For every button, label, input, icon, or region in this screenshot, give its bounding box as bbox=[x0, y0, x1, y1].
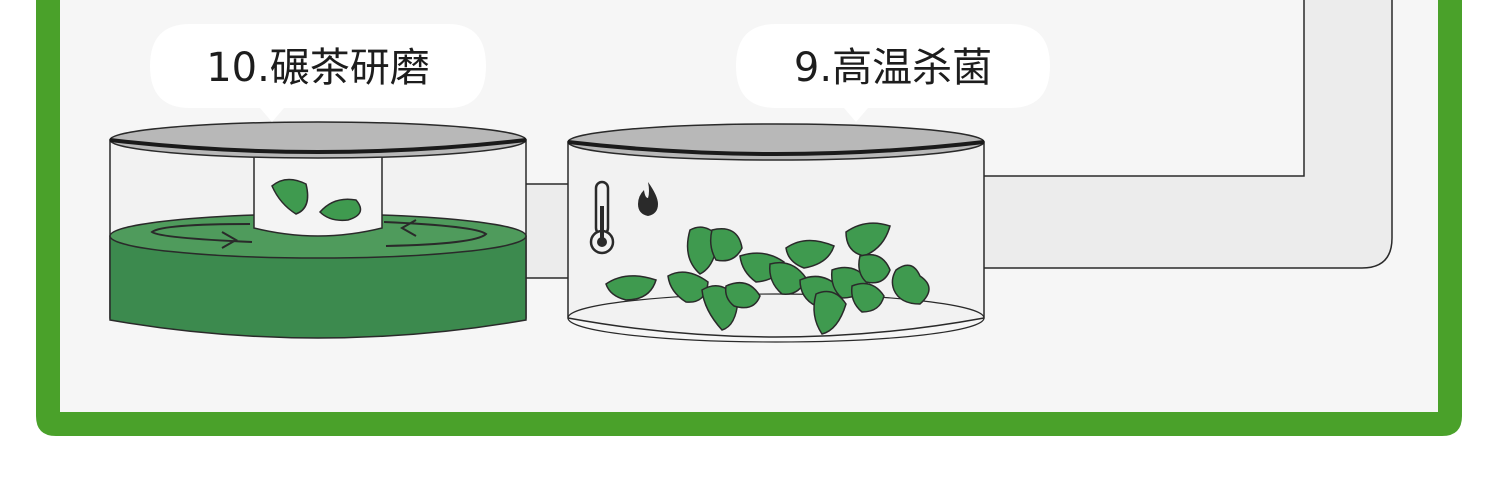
tea-leaf bbox=[605, 275, 657, 301]
tea-leaf bbox=[845, 222, 891, 257]
sterilization-floor bbox=[567, 293, 985, 343]
thermometer-bulb-core bbox=[597, 237, 607, 247]
step-label-grinding: 10.碾茶研磨 bbox=[206, 45, 430, 91]
grinding-lid-rim bbox=[109, 138, 527, 154]
tea-leaf bbox=[850, 282, 885, 313]
flame-icon bbox=[638, 182, 658, 216]
step-label-sterilization: 9.高温杀菌 bbox=[794, 45, 992, 91]
tea-leaf bbox=[858, 253, 891, 284]
bubble-shape bbox=[736, 24, 1050, 122]
tea-leaves-pile bbox=[605, 222, 930, 335]
grinder-leaf-2 bbox=[318, 198, 362, 222]
tea-leaf bbox=[724, 281, 761, 309]
sterilization-container bbox=[567, 123, 985, 343]
tea-leaf bbox=[813, 290, 847, 335]
tea-leaf bbox=[709, 228, 743, 262]
thermometer-mercury bbox=[600, 206, 604, 238]
tea-leaf bbox=[769, 261, 807, 295]
swirl-arrow-left-head bbox=[221, 231, 239, 249]
sterilization-wall bbox=[567, 141, 985, 338]
swirl-arrow-right bbox=[383, 221, 488, 247]
tea-leaf bbox=[891, 264, 930, 305]
bubble-shape bbox=[150, 24, 486, 122]
step-bubble-grinding: 10.碾茶研磨 bbox=[150, 24, 486, 122]
grinder-cylinder bbox=[253, 149, 383, 237]
step-bubble-sterilization: 9.高温杀菌 bbox=[736, 24, 1050, 122]
tea-leaf bbox=[785, 239, 835, 269]
tea-leaf bbox=[667, 271, 709, 303]
swirl-arrow-left bbox=[150, 223, 253, 243]
grinding-container bbox=[109, 121, 527, 339]
thermometer-icon bbox=[589, 180, 615, 255]
grinder-leaf-1 bbox=[271, 178, 309, 215]
swirl-arrow-right-head bbox=[399, 219, 417, 237]
sterilization-lid-rim bbox=[567, 140, 985, 156]
